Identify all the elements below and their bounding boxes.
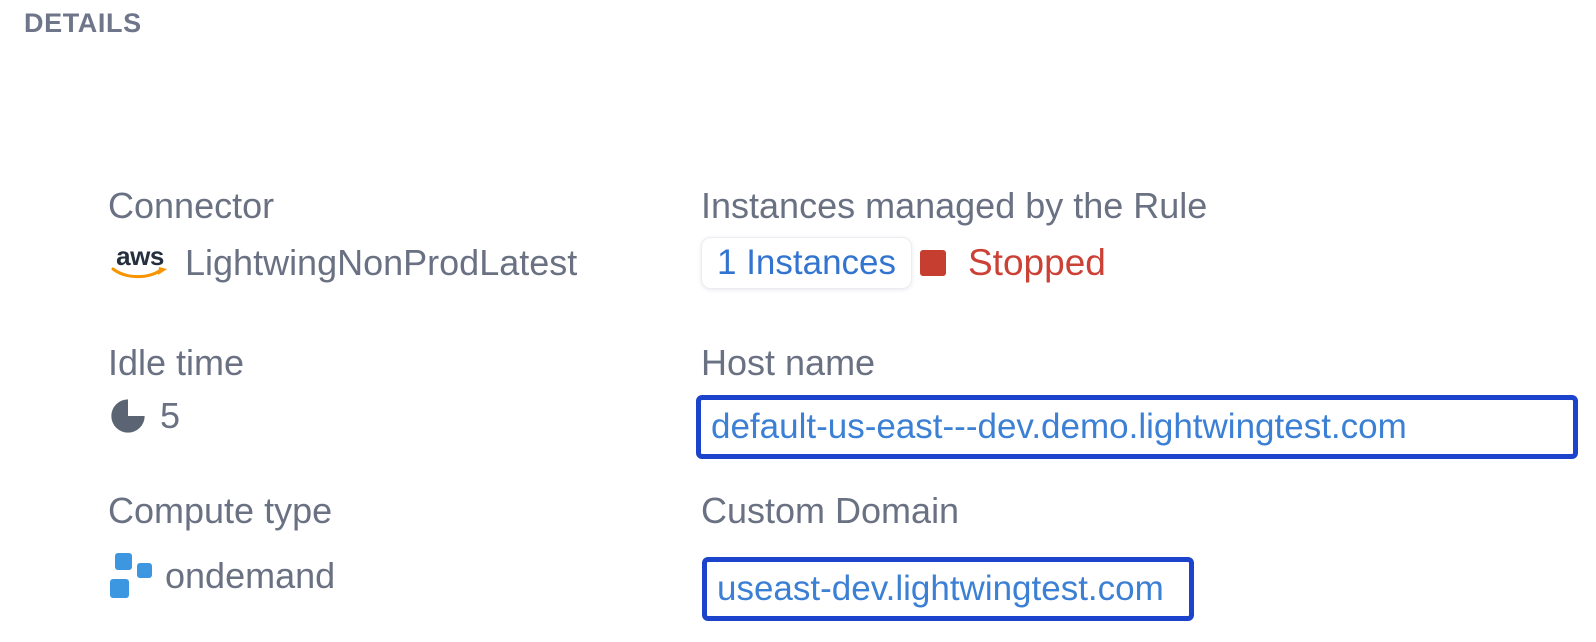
instances-field: Instances managed by the Rule 1 Instance…: [701, 184, 1207, 290]
instances-count-link[interactable]: 1 Instances: [701, 237, 912, 289]
host-name-field: Host name default-us-east---dev.demo.lig…: [696, 341, 1578, 459]
compute-type-field: Compute type ondemand: [108, 489, 335, 603]
connector-value-row: aws LightwingNonProdLatest: [108, 236, 577, 290]
host-name-label: Host name: [701, 342, 876, 383]
aws-logo-icon: aws: [108, 241, 172, 282]
idle-time-value: 5: [160, 395, 181, 436]
host-name-link-box[interactable]: default-us-east---dev.demo.lightwingtest…: [696, 395, 1578, 459]
idle-time-pie-clock-icon: [111, 399, 145, 433]
connector-label: Connector: [108, 185, 275, 226]
connector-field: Connector aws LightwingNonProdLatest: [108, 184, 577, 290]
instances-value-row: 1 Instances Stopped: [701, 236, 1207, 290]
section-title: DETAILS: [24, 8, 142, 38]
stopped-status-text: Stopped: [968, 242, 1106, 283]
idle-time-value-row: 5: [108, 389, 244, 443]
custom-domain-label: Custom Domain: [701, 490, 960, 531]
aws-logo-word: aws: [116, 241, 164, 271]
instances-label: Instances managed by the Rule: [701, 185, 1208, 226]
idle-time-field: Idle time 5: [108, 341, 244, 443]
aws-smile-icon: [111, 267, 167, 279]
custom-domain-value: useast-dev.lightwingtest.com: [717, 569, 1164, 608]
custom-domain-field: Custom Domain useast-dev.lightwingtest.c…: [701, 489, 1194, 621]
compute-type-label: Compute type: [108, 490, 333, 531]
host-name-value: default-us-east---dev.demo.lightwingtest…: [711, 407, 1407, 446]
connector-value: LightwingNonProdLatest: [185, 242, 578, 283]
compute-type-value-row: ondemand: [108, 549, 335, 603]
compute-type-value: ondemand: [165, 555, 336, 596]
stopped-status-square-icon: [920, 250, 946, 276]
compute-squares-icon: [110, 553, 152, 598]
idle-time-label: Idle time: [108, 342, 245, 383]
custom-domain-link-box[interactable]: useast-dev.lightwingtest.com: [702, 557, 1194, 621]
